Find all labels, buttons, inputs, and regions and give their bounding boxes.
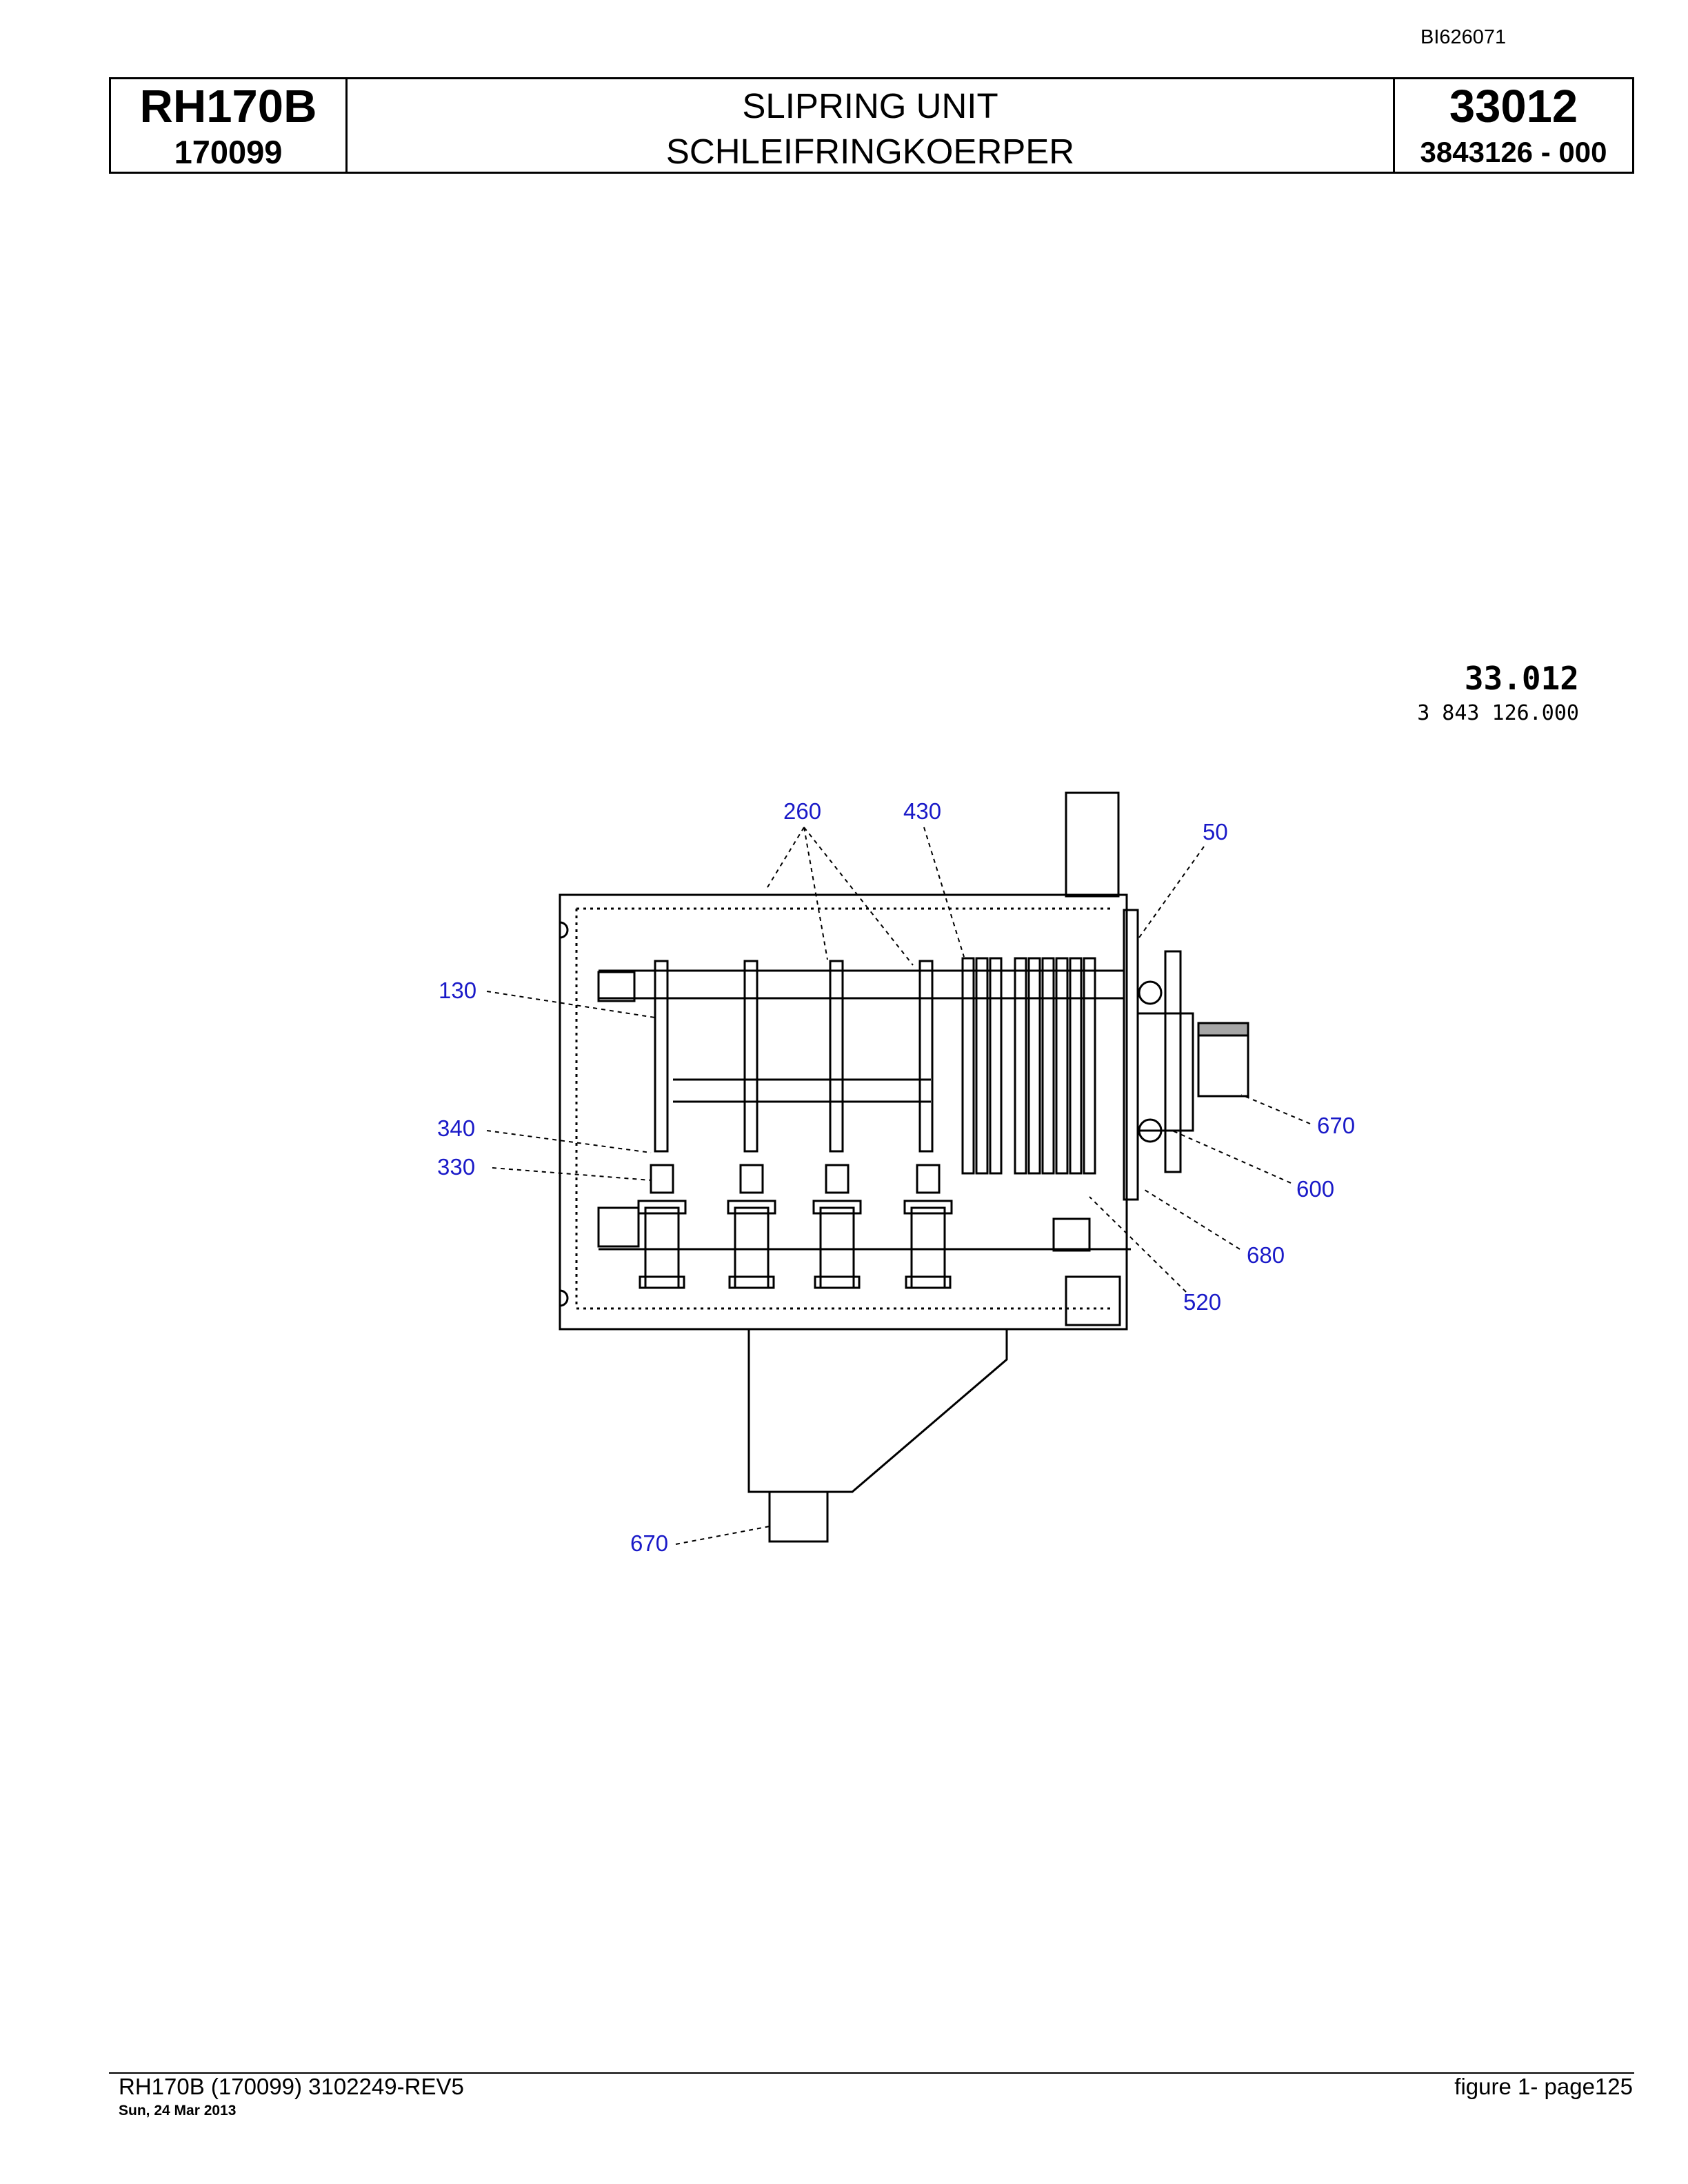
model-label: RH170B: [139, 81, 317, 132]
title-german: SCHLEIFRINGKOERPER: [665, 132, 1075, 171]
stamp-group: 33.012: [1465, 660, 1579, 697]
housing: [559, 791, 1249, 1543]
callout-430: 430: [903, 798, 941, 824]
callout-330: 330: [437, 1154, 475, 1180]
model-cell: RH170B 170099: [111, 79, 348, 172]
document-id: BI626071: [1420, 26, 1507, 48]
footer-page: figure 1- page125: [1454, 2074, 1633, 2099]
title-block: RH170B 170099 SLIPRING UNIT SCHLEIFRINGK…: [109, 77, 1634, 174]
footer-rule: [109, 2072, 1634, 2074]
footer-date: Sun, 24 Mar 2013: [119, 2103, 237, 2119]
part-number: 3843126 - 000: [1420, 136, 1607, 168]
leader-lines: [486, 827, 1311, 1545]
title-english: SLIPRING UNIT: [742, 86, 998, 125]
group-cell: 33012 3843126 - 000: [1393, 79, 1632, 172]
callout-600: 600: [1296, 1176, 1334, 1202]
title-cell: SLIPRING UNIT SCHLEIFRINGKOERPER: [348, 79, 1393, 172]
callout-680: 680: [1247, 1242, 1285, 1268]
serial-number: 170099: [174, 134, 283, 170]
callout-340: 340: [437, 1115, 475, 1141]
stamp-part: 3 843 126.000: [1417, 701, 1579, 725]
callout-labels: 260 430 50 130 340 330 670 600 680 520 6…: [437, 798, 1355, 1556]
callout-670-bottom: 670: [630, 1530, 668, 1556]
group-number: 33012: [1449, 81, 1578, 132]
callout-260: 260: [783, 798, 821, 824]
footer-reference: RH170B (170099) 3102249-REV5: [119, 2074, 464, 2099]
callout-520: 520: [1183, 1289, 1221, 1315]
callout-670-right: 670: [1317, 1113, 1355, 1138]
callout-50: 50: [1203, 819, 1228, 845]
callout-130: 130: [439, 978, 476, 1003]
